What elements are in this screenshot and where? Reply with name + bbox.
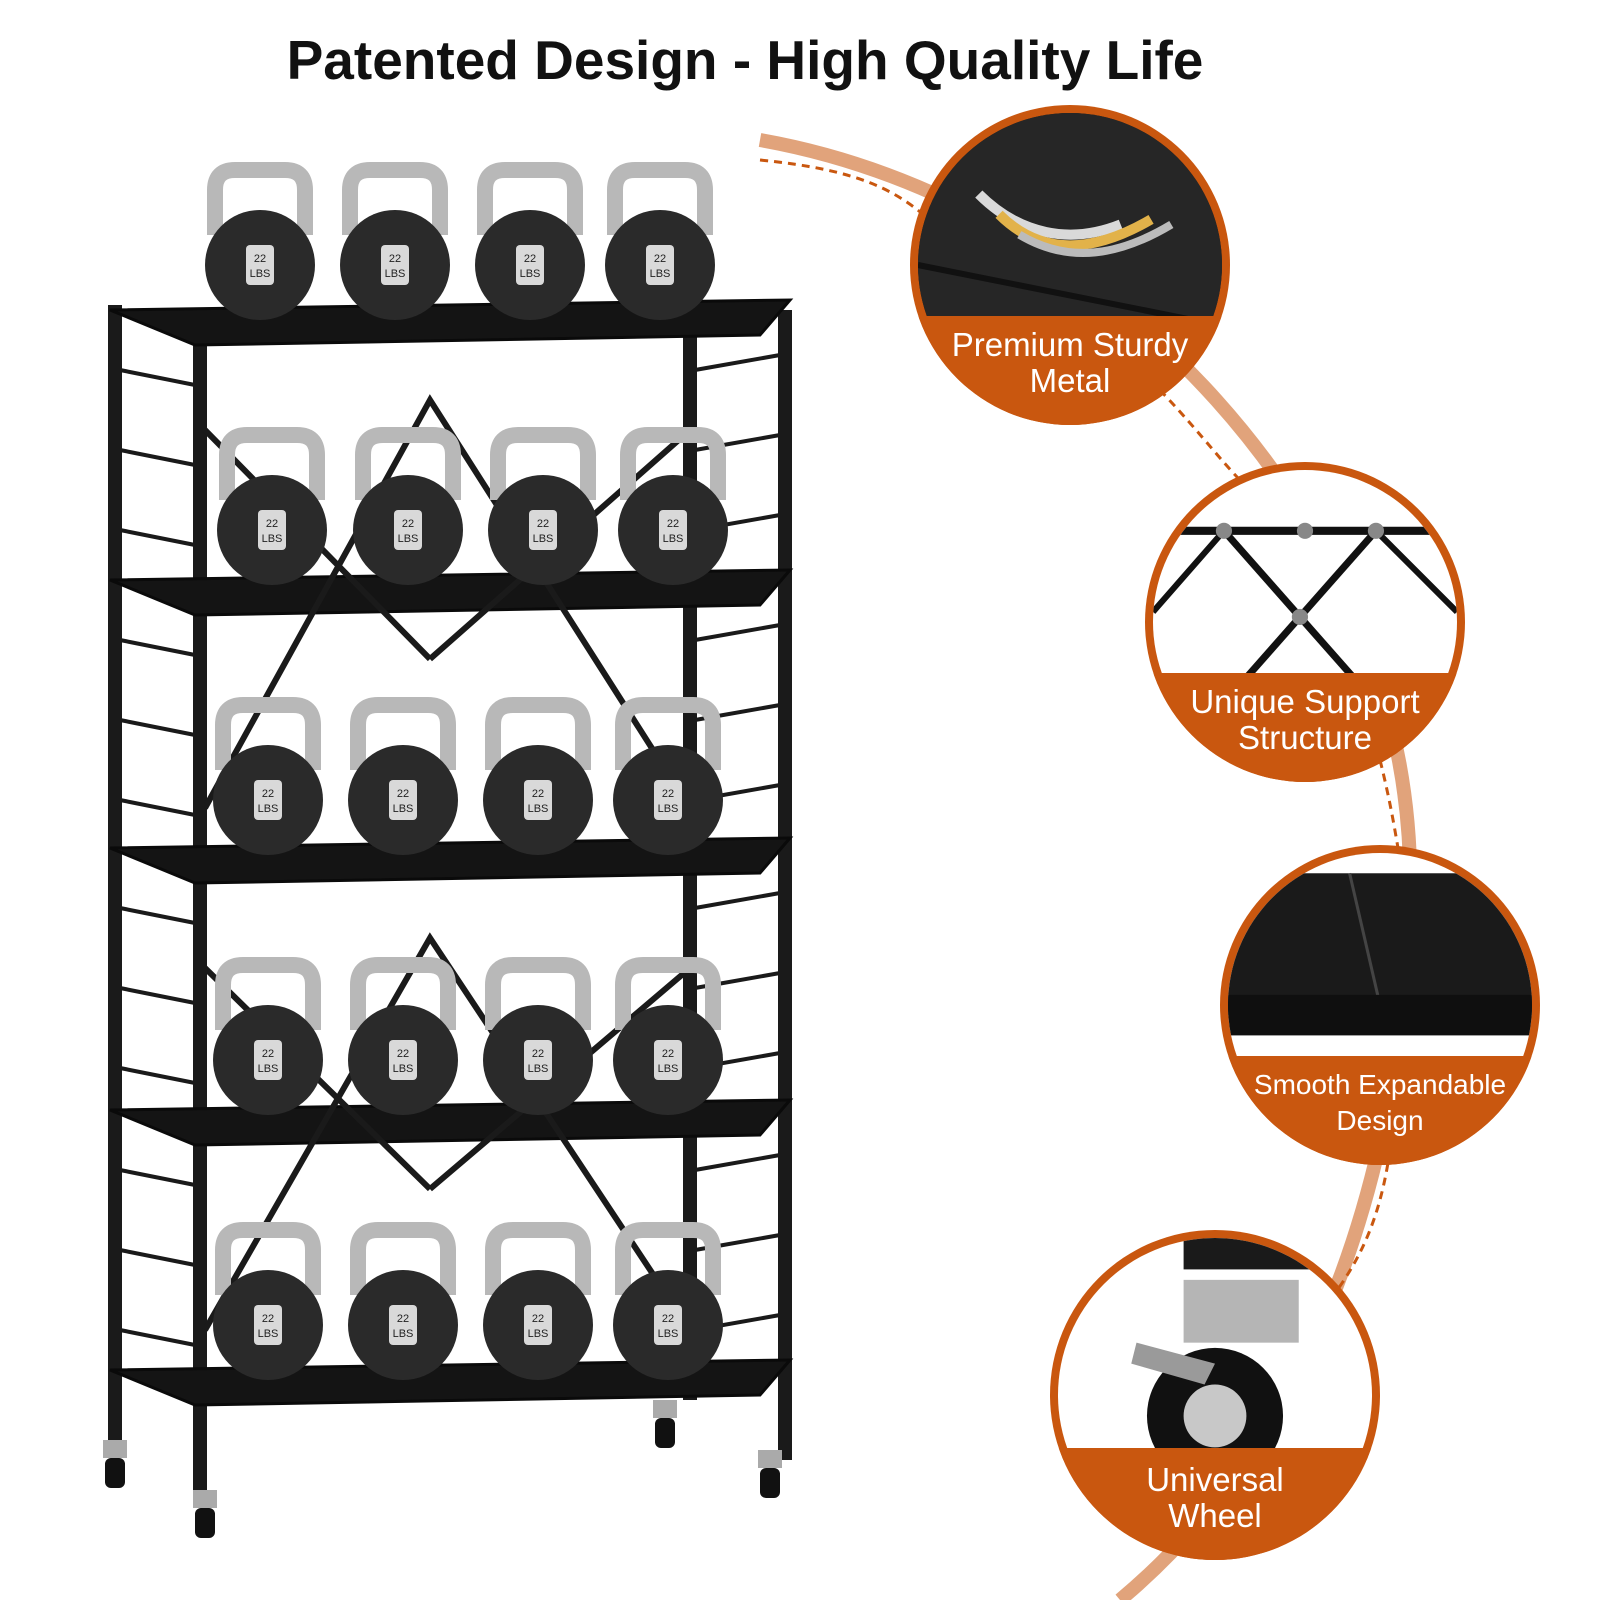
side-rung	[119, 798, 196, 817]
kettlebell-weight: 22	[397, 1313, 409, 1325]
kettlebell-weight: 22	[524, 253, 536, 265]
kettlebell-unit: LBS	[393, 803, 414, 815]
kettlebell-weight: 22	[397, 788, 409, 800]
side-rung	[119, 986, 196, 1005]
kettlebell-weight: 22	[654, 253, 666, 265]
kettlebell-weight: 22	[662, 1313, 674, 1325]
kettlebell-unit: LBS	[385, 268, 406, 280]
kettlebell-unit: LBS	[262, 533, 283, 545]
kettlebell-unit: LBS	[658, 1063, 679, 1075]
kettlebell-weight: 22	[662, 1048, 674, 1060]
connector-dash	[1328, 1149, 1392, 1301]
kettlebell-weight: 22	[266, 518, 278, 530]
kettlebell-weight: 22	[262, 1048, 274, 1060]
side-rung	[694, 353, 781, 372]
kettlebells: 22LBS22LBS22LBS22LBS22LBS22LBS22LBS22LBS…	[205, 162, 728, 1380]
kettlebell-weight: 22	[397, 1048, 409, 1060]
kettlebell-unit: LBS	[398, 533, 419, 545]
kettlebell-weight: 22	[402, 518, 414, 530]
kettlebell-unit: LBS	[528, 1328, 549, 1340]
kettlebell-unit: LBS	[250, 268, 271, 280]
kettlebell-unit: LBS	[393, 1328, 414, 1340]
kettlebell-unit: LBS	[650, 268, 671, 280]
side-rung	[119, 368, 196, 387]
kettlebell-weight: 22	[262, 1313, 274, 1325]
kettlebell-weight: 22	[262, 788, 274, 800]
connector-dash	[759, 158, 942, 232]
kettlebell-unit: LBS	[393, 1063, 414, 1075]
kettlebell-unit: LBS	[658, 803, 679, 815]
caster-wheel	[653, 1400, 677, 1448]
kettlebell-unit: LBS	[258, 1063, 279, 1075]
kettlebell-weight: 22	[532, 1313, 544, 1325]
kettlebell-unit: LBS	[528, 803, 549, 815]
kettlebell-unit: LBS	[533, 533, 554, 545]
kettlebell-weight: 22	[254, 253, 266, 265]
side-rung	[119, 528, 196, 547]
side-rung	[119, 1328, 196, 1347]
side-rung	[694, 623, 781, 642]
side-rung	[119, 638, 196, 657]
kettlebell-weight: 22	[667, 518, 679, 530]
side-rung	[119, 1248, 196, 1267]
side-rung	[119, 906, 196, 925]
side-rung	[119, 448, 196, 467]
side-rung	[119, 1168, 196, 1187]
rack-wheels	[103, 1400, 782, 1538]
kettlebell-weight: 22	[389, 253, 401, 265]
kettlebell-weight: 22	[532, 1048, 544, 1060]
side-rung	[694, 891, 781, 910]
kettlebell-unit: LBS	[663, 533, 684, 545]
kettlebell-unit: LBS	[258, 803, 279, 815]
side-rung	[119, 718, 196, 737]
kettlebell-unit: LBS	[658, 1328, 679, 1340]
caster-wheel	[103, 1440, 127, 1488]
expandable-shelf-icon	[1228, 853, 1532, 1157]
kettlebell-weight: 22	[532, 788, 544, 800]
kettlebell-unit: LBS	[528, 1063, 549, 1075]
kettlebell-weight: 22	[537, 518, 549, 530]
side-rung	[119, 1066, 196, 1085]
kettlebell-unit: LBS	[520, 268, 541, 280]
kettlebell-unit: LBS	[258, 1328, 279, 1340]
page-title: Patented Design - High Quality Life	[286, 29, 1204, 91]
side-rung	[694, 1153, 781, 1172]
caster-wheel	[758, 1450, 782, 1498]
caster-wheel	[193, 1490, 217, 1538]
kettlebell-weight: 22	[662, 788, 674, 800]
